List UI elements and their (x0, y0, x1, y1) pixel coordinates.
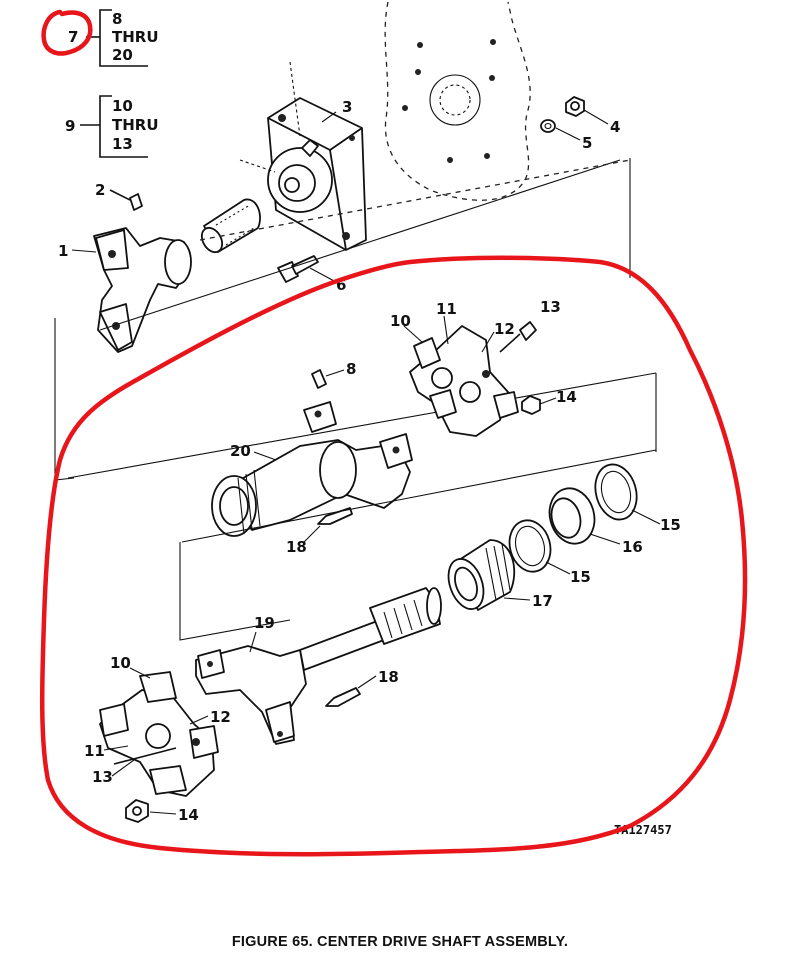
seal-ring (594, 463, 638, 521)
callout-10: 10 (390, 312, 411, 330)
figure-caption: FIGURE 65. CENTER DRIVE SHAFT ASSEMBLY. (231, 934, 569, 950)
callout-18: 18 (378, 668, 399, 686)
callout-6: 6 (336, 276, 346, 294)
callout-17: 17 (532, 592, 553, 610)
callout-15: 15 (570, 568, 591, 586)
callout-19: 19 (254, 614, 275, 632)
callout-16: 16 (622, 538, 643, 556)
leader-lines (71, 109, 661, 815)
legend-line: 13 (112, 135, 133, 153)
callout-10: 10 (110, 654, 131, 672)
legend-group-8-thru-20: 7 8 THRU 20 (68, 9, 159, 67)
callout-12: 12 (494, 320, 515, 338)
red-circle-legend-index (41, 9, 93, 56)
grease-fitting (325, 687, 361, 707)
end-yoke (93, 227, 192, 353)
seal-ring (508, 519, 552, 573)
legend-group-10-thru-13: 9 10 THRU 13 (65, 95, 159, 158)
callout-15: 15 (660, 516, 681, 534)
callout-14: 14 (556, 388, 577, 406)
red-circle-assembly-group (39, 255, 748, 857)
slip-yoke (211, 401, 413, 537)
callout-3: 3 (342, 98, 352, 116)
splined-shaft-yoke (195, 587, 442, 745)
lock-washer (540, 119, 556, 133)
callout-13: 13 (92, 768, 113, 786)
bearing-cup (548, 487, 596, 545)
callout-12: 12 (210, 708, 231, 726)
callout-2: 2 (95, 181, 105, 199)
hex-nut (521, 395, 541, 415)
grease-fitting (311, 369, 327, 389)
grease-fitting (317, 507, 353, 525)
red-annotation-marks (39, 9, 748, 857)
callout-5: 5 (582, 134, 592, 152)
legend-line: THRU (112, 116, 159, 134)
callout-14: 14 (178, 806, 199, 824)
legend-line: 8 (112, 10, 122, 28)
hex-nut (565, 96, 585, 117)
grease-fitting (109, 189, 143, 211)
callout-18: 18 (286, 538, 307, 556)
hex-nut (125, 799, 149, 823)
bearing-sleeve (200, 198, 261, 254)
legend-line: 20 (112, 46, 133, 64)
legend-index-9: 9 (65, 117, 75, 135)
universal-joint-upper (409, 321, 537, 437)
callout-8: 8 (346, 360, 356, 378)
callout-20: 20 (230, 442, 251, 460)
callout-numbers: 1 2 3 4 5 6 8 10 11 12 13 14 15 16 15 17… (58, 98, 681, 824)
callout-1: 1 (58, 242, 68, 260)
transmission-case-outline (384, 1, 531, 201)
legend-line: THRU (112, 28, 159, 46)
bearing-housing (239, 61, 367, 251)
callout-11: 11 (436, 300, 457, 318)
callout-11: 11 (84, 742, 105, 760)
callout-13: 13 (540, 298, 561, 316)
legend-line: 10 (112, 97, 133, 115)
callout-4: 4 (610, 118, 620, 136)
legend-index-7: 7 (68, 28, 78, 46)
universal-joint-lower (99, 671, 219, 797)
roller-bearing (447, 539, 516, 611)
